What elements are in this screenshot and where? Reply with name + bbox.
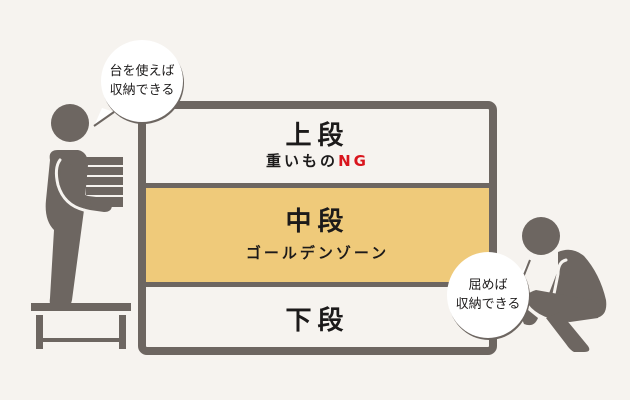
shelf-divider xyxy=(146,282,489,287)
speech-bubble-left: 台を使えば 収納できる xyxy=(101,40,183,122)
tier-middle-subtitle: ゴールデンゾーン xyxy=(245,244,390,263)
person-standing-on-stool-icon xyxy=(31,104,131,349)
bubble-left-line2: 収納できる xyxy=(109,83,175,98)
speech-bubble-right: 屈めば 収納できる xyxy=(447,252,529,338)
shelf-frame: 上段 重いものNG 中段 ゴールデンゾーン 下段 xyxy=(138,101,497,355)
tier-top-subtitle-text: 重いもの xyxy=(266,152,339,171)
stool-icon xyxy=(31,303,131,349)
tier-middle-title: 中段 xyxy=(285,206,350,237)
shelf-divider xyxy=(146,183,489,188)
tier-top-subtitle: 重いものNG xyxy=(266,152,369,170)
bubble-left-line1: 台を使えば xyxy=(109,63,175,79)
ng-label: NG xyxy=(338,152,369,171)
shelf-tier-bottom: 下段 xyxy=(146,287,489,347)
bubble-right-line2: 収納できる xyxy=(455,297,521,312)
bubble-right-line1: 屈めば xyxy=(468,277,508,293)
shelf-tier-middle: 中段 ゴールデンゾーン xyxy=(146,188,489,282)
tier-top-title: 上段 xyxy=(285,120,350,151)
tier-bottom-title: 下段 xyxy=(285,305,350,336)
bubble-tail-left xyxy=(93,108,115,127)
person-crouching-icon xyxy=(522,217,607,352)
shelf-tier-top: 上段 重いものNG xyxy=(146,109,489,183)
